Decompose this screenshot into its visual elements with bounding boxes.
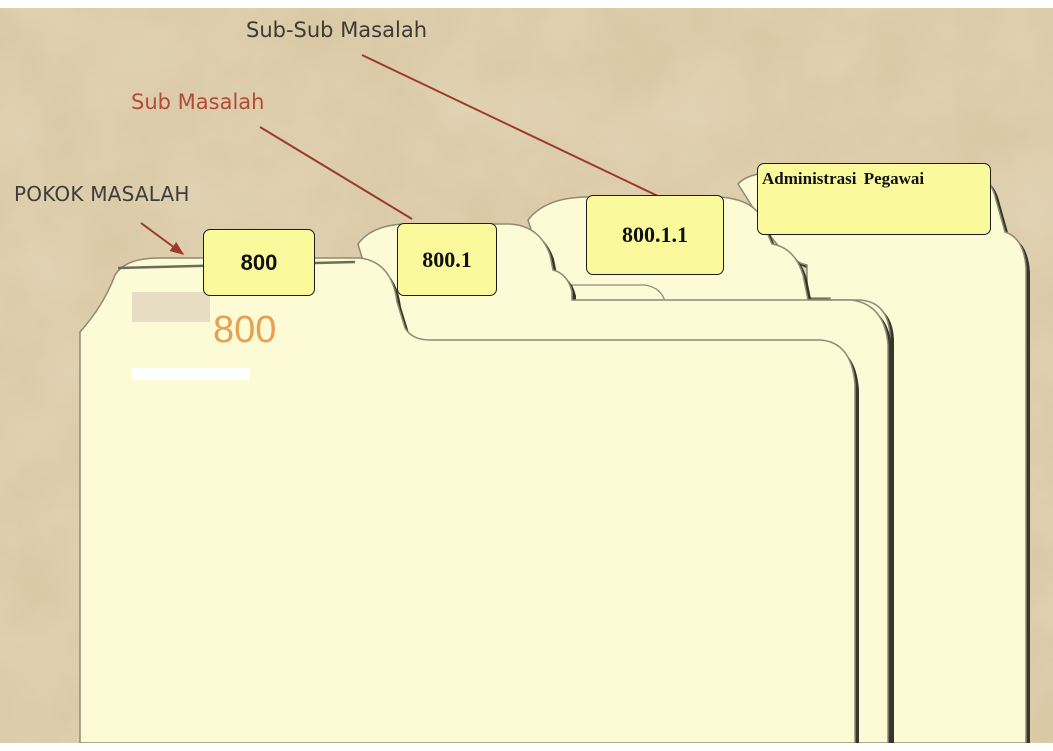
tab-pokok-800: 800: [203, 229, 315, 296]
tab-sub-sub-800-1-1: 800.1.1: [586, 195, 724, 275]
caption-sub-sub-masalah: Sub-Sub Masalah: [246, 18, 428, 42]
sub-sub-pointer-line: [361, 54, 661, 198]
tab-administrasi-pegawai: Administrasi Pegawai: [757, 163, 991, 235]
folder-label-underline: [132, 368, 250, 380]
pokok-pointer-arrow: [140, 222, 185, 255]
tab-sub-800-1: 800.1: [397, 223, 497, 296]
folder-label-smudge: [132, 292, 210, 322]
sub-pointer-line: [259, 126, 413, 220]
folder-pokok: [79, 257, 859, 748]
caption-pokok-masalah: POKOK MASALAH: [14, 182, 190, 206]
bottom-white-strip: [0, 743, 1053, 751]
caption-sub-masalah: Sub Masalah: [131, 90, 265, 114]
top-white-strip: [0, 0, 1053, 8]
folder-number-label: 800: [213, 309, 277, 351]
